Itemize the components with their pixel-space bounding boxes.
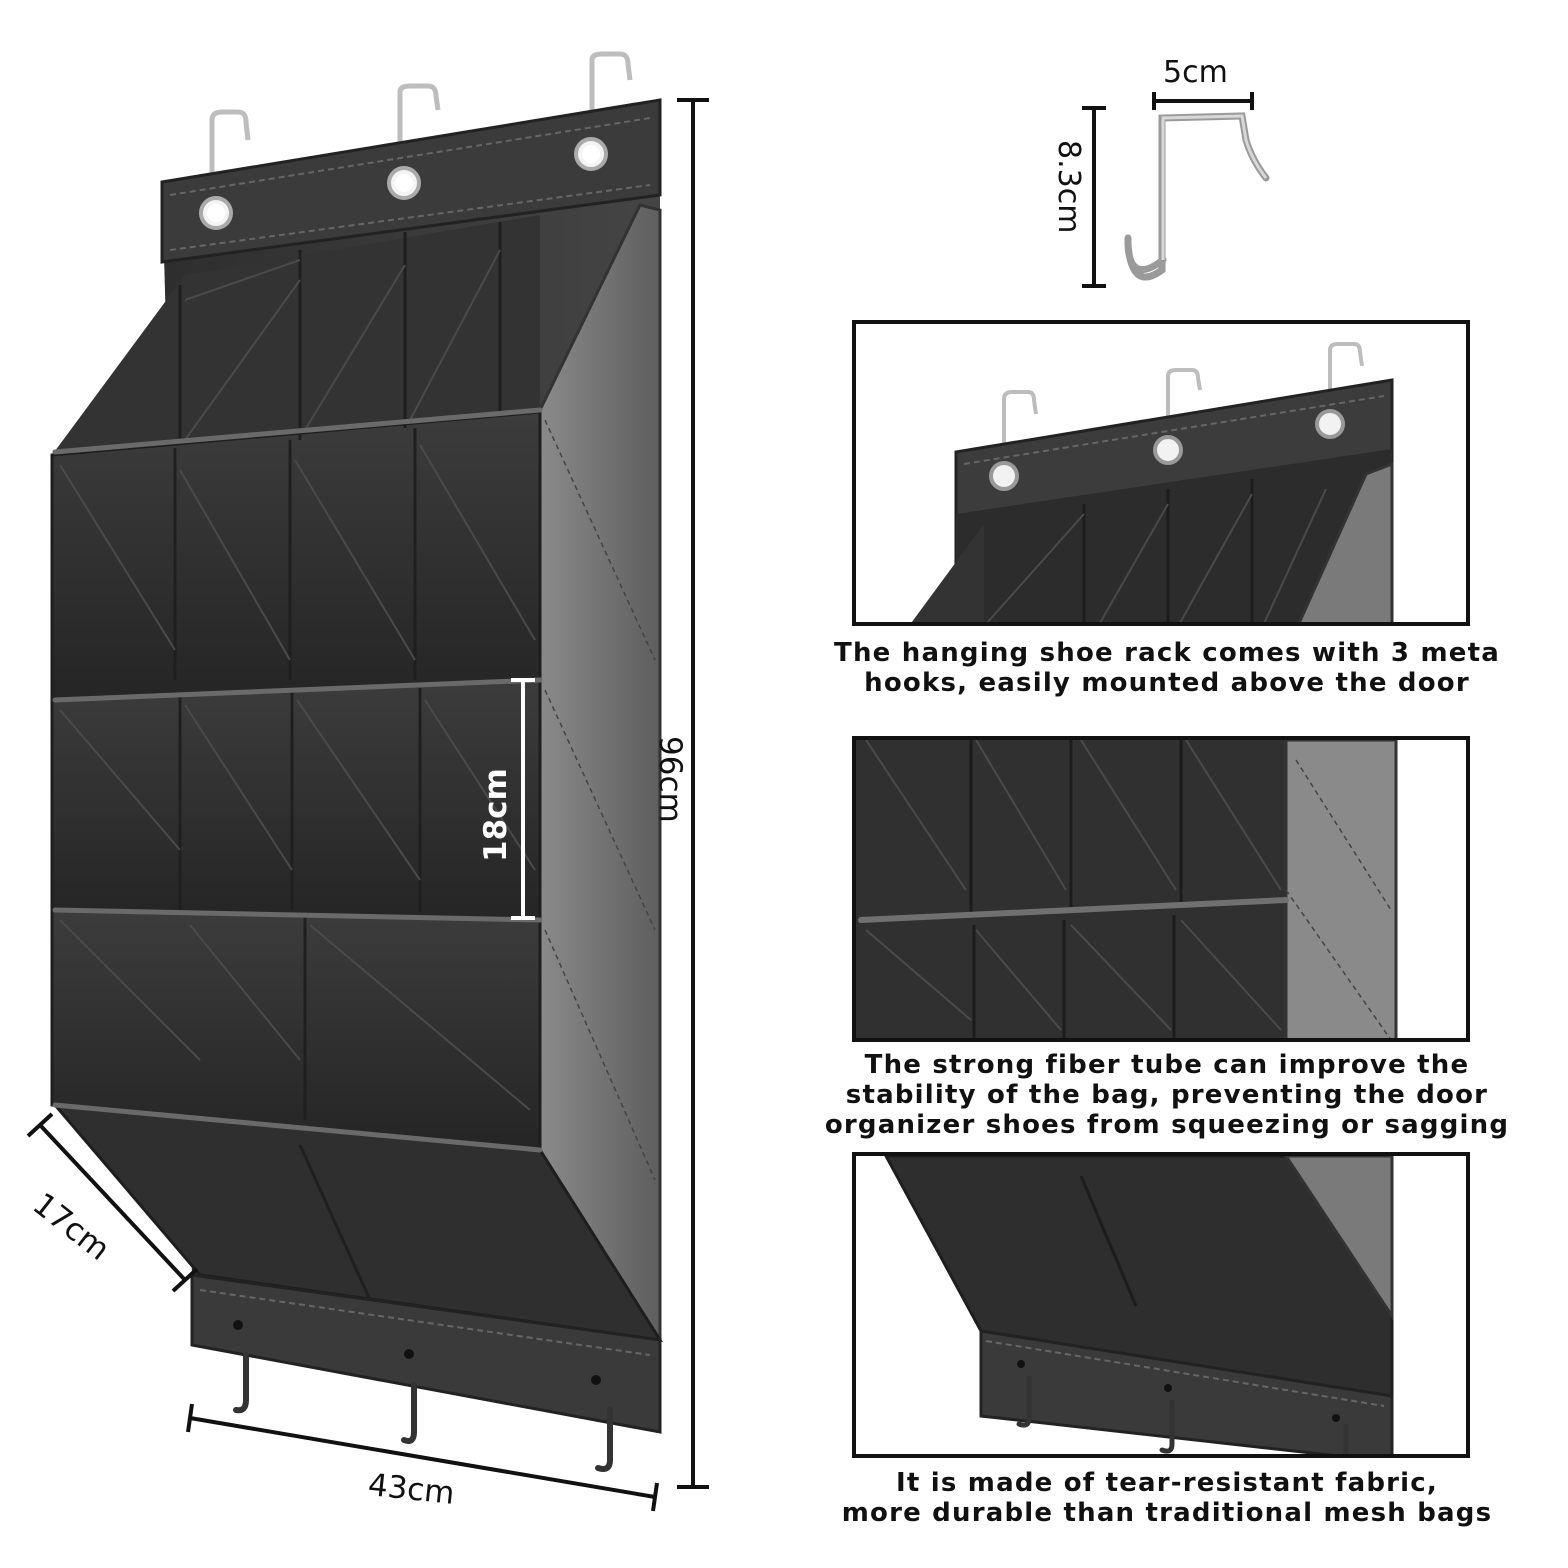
bottom-strip xyxy=(190,1273,662,1434)
caption-line: organizer shoes from squeezing or saggin… xyxy=(824,1110,1510,1140)
dimension-lines xyxy=(26,98,709,1512)
pocket-dividers xyxy=(173,222,502,1301)
caption-fiber-tube: The strong fiber tube can improve the st… xyxy=(822,1050,1512,1140)
height-dimension-label: 96cm xyxy=(652,736,688,823)
pocket-height-label: 18cm xyxy=(478,768,514,862)
caption-line: stability of the bag, preventing the doo… xyxy=(845,1080,1489,1110)
caption-line: The hanging shoe rack comes with 3 meta xyxy=(834,638,1500,668)
top-metal-hooks xyxy=(209,51,633,210)
caption-line: more durable than traditional mesh bags xyxy=(841,1498,1493,1528)
side-panel xyxy=(538,203,662,1346)
shoe-organizer-illustration xyxy=(26,51,709,1512)
caption-line: The strong fiber tube can improve the xyxy=(864,1050,1470,1080)
detail-panel-fabric xyxy=(852,1152,1470,1458)
detail-panel-hooks xyxy=(852,320,1470,626)
hook-detail-diagram xyxy=(1082,92,1270,288)
caption-line: It is made of tear-resistant fabric, xyxy=(896,1468,1438,1498)
hook-height-label: 8.3cm xyxy=(1051,140,1086,234)
hook-width-label: 5cm xyxy=(1163,55,1228,90)
bottom-hooks xyxy=(233,1352,613,1472)
caption-hooks: The hanging shoe rack comes with 3 meta … xyxy=(822,638,1512,698)
detail-panel-fiber-tube xyxy=(852,736,1470,1042)
caption-fabric: It is made of tear-resistant fabric, mor… xyxy=(822,1468,1512,1528)
caption-line: hooks, easily mounted above the door xyxy=(864,668,1470,698)
grommets xyxy=(199,137,608,230)
